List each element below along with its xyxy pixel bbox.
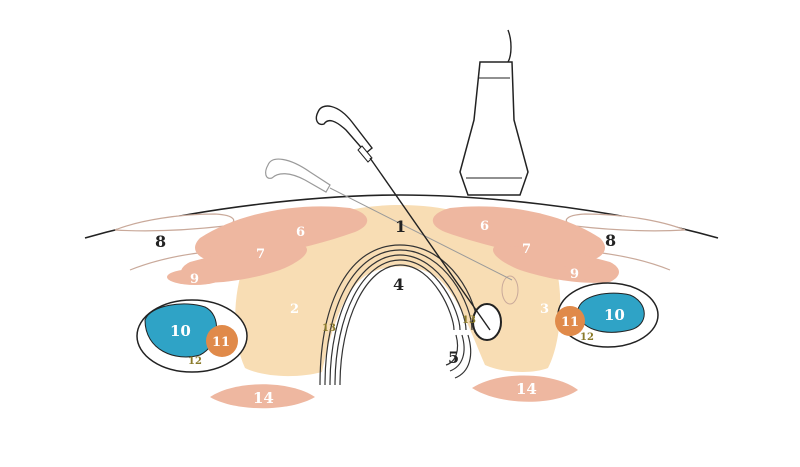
muscle-14-left [210,384,315,409]
airway-rings [319,244,479,386]
label-6-right: 6 [480,219,489,234]
muscle-9-right [553,266,597,280]
artery-11-left [206,325,238,357]
needle-ghost [265,158,513,281]
label-13-left: 13 [322,323,336,334]
label-10-left: 10 [170,322,191,340]
label-12-right: 12 [580,332,594,343]
muscle-6-left [195,206,368,262]
subcutaneous-layer-right [565,213,686,232]
muscle-9-left [167,269,223,285]
label-3: 3 [540,302,549,317]
structure-5 [445,334,472,379]
label-14-left: 14 [253,389,274,407]
label-7-right: 7 [522,242,531,257]
label-11-right: 11 [561,315,579,330]
nerve-target [472,303,502,341]
muscle-6-right [432,206,605,262]
needle-tip-ghost-ring [501,275,519,305]
ultrasound-probe [459,29,529,196]
label-13-right: 13 [462,315,476,326]
artery-11-right [555,306,585,336]
label-4: 4 [393,275,404,294]
label-10-right: 10 [604,306,625,324]
label-8-right: 8 [605,231,616,250]
subcutaneous-layer-left [114,213,235,232]
label-5: 5 [448,348,459,367]
label-11-left: 11 [212,335,230,350]
label-6-left: 6 [296,225,305,240]
label-7-left: 7 [256,247,265,262]
label-9-right: 9 [570,267,579,282]
label-9-left: 9 [190,272,199,287]
label-12-left: 12 [188,356,202,367]
label-14-right: 14 [516,380,537,398]
needle-main [315,105,491,331]
skin-line [84,194,719,239]
label-2: 2 [290,302,299,317]
label-8-left: 8 [155,232,166,251]
label-1: 1 [395,217,406,236]
vein-10-right [577,292,645,333]
muscle-14-right [472,375,578,402]
